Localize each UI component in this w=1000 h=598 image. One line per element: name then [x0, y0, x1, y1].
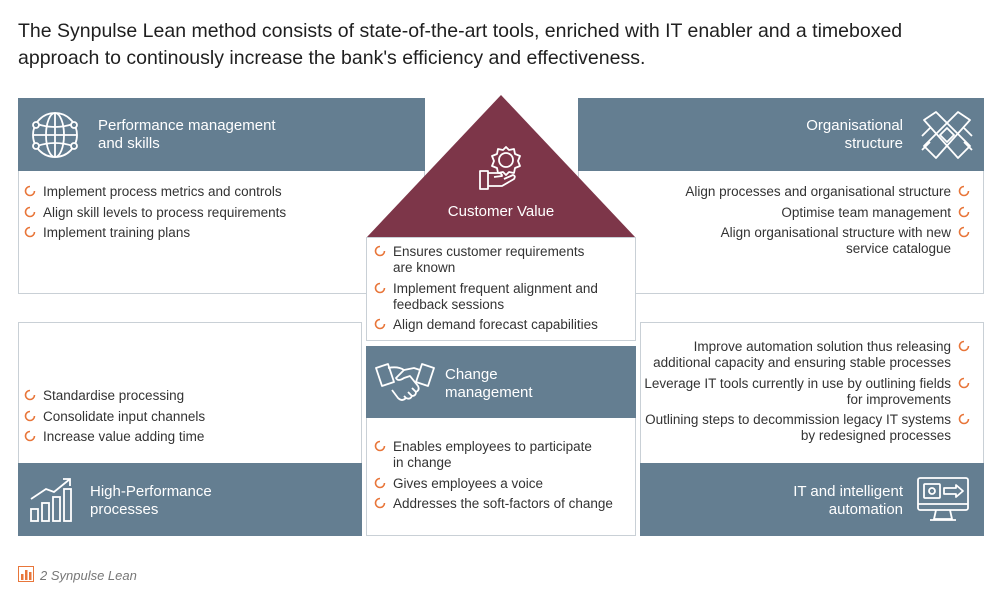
bullet-arc-icon [374, 497, 386, 509]
list-item: Optimise team management [628, 205, 976, 221]
bullet-arc-icon [958, 413, 970, 425]
it-title-line-1: IT and intelligent [793, 483, 903, 500]
list-item: Outlining steps to decommission legacy I… [642, 412, 976, 444]
list-item: Improve automation solution thus releasi… [642, 339, 976, 371]
customer-value-title: Customer Value [447, 203, 555, 220]
bullet-arc-icon [24, 185, 36, 197]
footer: 2 Synpulse Lean [18, 566, 137, 583]
bullet-arc-icon [374, 318, 386, 330]
list-item: Implement process metrics and controls [18, 184, 358, 200]
it-header: IT and intelligent automation [640, 463, 984, 536]
list-item: Align demand forecast capabilities [368, 317, 630, 333]
it-title-line-2: automation [828, 501, 903, 518]
footer-text: 2 Synpulse Lean [40, 568, 137, 583]
list-item: Standardise processing [18, 388, 348, 404]
bullet-arc-icon [958, 377, 970, 388]
organisational-title-line-2: structure [844, 135, 903, 152]
bullet-arc-icon [24, 226, 36, 238]
list-item: Implement training plans [18, 225, 358, 241]
bullet-arc-icon [958, 340, 970, 352]
customer-value-panel [366, 237, 636, 341]
bullet-arc-icon [374, 477, 386, 488]
globe-network-icon [32, 112, 78, 158]
monitor-automation-icon [917, 477, 969, 521]
highperf-bullets: Standardise processing Consolidate input… [18, 388, 348, 450]
list-item: Leverage IT tools currently in use by ou… [642, 376, 976, 408]
organisational-header: Organisational structure [578, 98, 984, 171]
list-item: Align processes and organisational struc… [628, 184, 976, 200]
handshake-icon [375, 363, 435, 401]
it-bullets: Improve automation solution thus releasi… [642, 339, 976, 449]
list-item: Consolidate input channels [18, 409, 348, 425]
bullet-arc-icon [24, 410, 36, 421]
page-title: The Synpulse Lean method consists of sta… [18, 20, 903, 69]
growth-chart-icon [30, 478, 72, 522]
change-title-line-1: Change [445, 366, 498, 383]
bullet-arc-icon [374, 282, 386, 293]
bar-chart-logo-icon [18, 566, 34, 582]
bullet-arc-icon [24, 206, 36, 217]
list-item: Align skill levels to process requiremen… [18, 205, 358, 221]
highperf-header: High-Performance processes [18, 463, 362, 536]
organisational-title-line-1: Organisational [806, 117, 903, 134]
bullet-arc-icon [958, 206, 970, 217]
change-title-line-2: management [445, 384, 533, 401]
bullet-arc-icon [958, 185, 970, 197]
bullet-arc-icon [374, 245, 386, 257]
hand-gear-icon [479, 146, 521, 190]
performance-title-line-1: Performance management [98, 117, 276, 134]
change-header: Change management [366, 346, 636, 418]
handshake-network-icon [921, 111, 973, 159]
list-item: Increase value adding time [18, 429, 348, 445]
list-item: Addresses the soft-factors of change [368, 496, 630, 512]
list-item: Gives employees a voice [368, 476, 630, 492]
highperf-title-line-2: processes [90, 501, 159, 518]
performance-bullets: Implement process metrics and controls A… [18, 184, 358, 246]
highperf-title-line-1: High-Performance [90, 483, 212, 500]
bullet-arc-icon [24, 430, 36, 442]
performance-title-line-2: and skills [98, 135, 160, 152]
bullet-arc-icon [958, 226, 970, 238]
performance-header: Performance management and skills [18, 98, 425, 171]
bullet-arc-icon [374, 440, 386, 452]
bullet-arc-icon [24, 389, 36, 401]
organisational-bullets: Align processes and organisational struc… [628, 184, 976, 262]
